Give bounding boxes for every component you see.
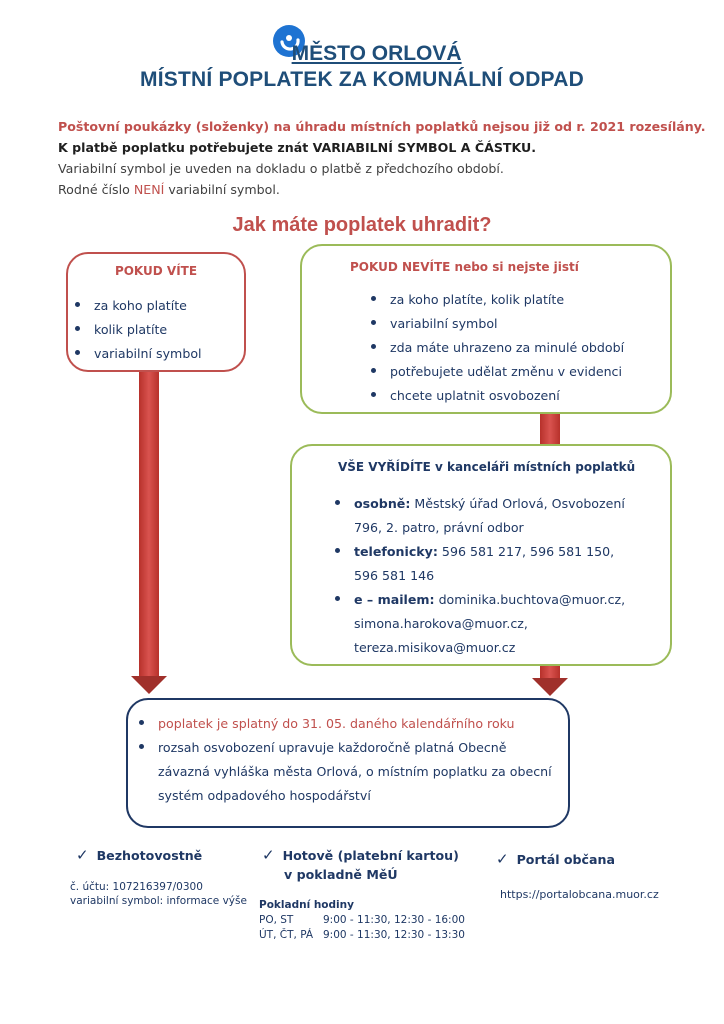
cash-option: ✓Hotově (platební kartou)v pokladně MěÚ (262, 846, 459, 882)
intro-rc-info: Rodné číslo NENÍ variabilní symbol. (58, 182, 280, 197)
list-item: telefonicky: 596 581 217, 596 581 150,59… (332, 540, 625, 588)
info-list: poplatek je splatný do 31. 05. daného ka… (136, 712, 552, 808)
arrow-mid-stem (540, 410, 560, 448)
list-item: potřebujete udělat změnu v evidenci (368, 360, 624, 384)
check-icon: ✓ (496, 850, 509, 868)
question-heading: Jak máte poplatek uhradit? (232, 214, 492, 236)
cashless-details: č. účtu: 107216397/0300 variabilní symbo… (70, 881, 247, 907)
check-icon: ✓ (76, 846, 89, 864)
list-item: variabilní symbol (72, 342, 202, 366)
check-icon: ✓ (262, 846, 275, 864)
arrow-right-stem (540, 662, 560, 680)
arrow-down-icon (131, 676, 167, 694)
box-office: VŠE VYŘÍDÍTE v kanceláři místních poplat… (290, 444, 672, 666)
list-item: poplatek je splatný do 31. 05. daného ka… (136, 712, 552, 736)
intro-notice: Poštovní poukázky (složenky) na úhradu m… (58, 119, 706, 134)
intro-vs-info: Variabilní symbol je uveden na dokladu o… (58, 161, 504, 176)
box-heading: VŠE VYŘÍDÍTE v kanceláři místních poplat… (338, 460, 636, 474)
email-link[interactable]: simona.harokova@muor.cz, (354, 616, 528, 631)
list-item: variabilní symbol (368, 312, 624, 336)
know-list: za koho platíte kolik platíte variabilní… (72, 294, 202, 366)
box-heading: POKUD VÍTE (114, 264, 198, 278)
email-link[interactable]: dominika.buchtova@muor.cz, (434, 592, 626, 607)
list-item: kolik platíte (72, 318, 202, 342)
intro-text: Poštovní poukázky (složenky) na úhradu m… (58, 116, 706, 200)
box-heading: POKUD NEVÍTE nebo si nejste jistí (350, 260, 579, 274)
list-item: e – mailem: dominika.buchtova@muor.cz,si… (332, 588, 625, 660)
town-title: MĚSTO ORLOVÁ (291, 42, 462, 65)
box-due-info: poplatek je splatný do 31. 05. daného ka… (126, 698, 570, 828)
portal-option: ✓Portál občana (496, 850, 615, 868)
list-item: rozsah osvobození upravuje každoročně pl… (136, 736, 552, 808)
list-item: zda máte uhrazeno za minulé období (368, 336, 624, 360)
box-if-you-know: POKUD VÍTE za koho platíte kolik platíte… (66, 252, 246, 372)
intro-requirement: K platbě poplatku potřebujete znát VARIA… (58, 140, 537, 155)
arrow-down-icon (532, 678, 568, 696)
list-item: za koho platíte (72, 294, 202, 318)
portal-link[interactable]: https://portalobcana.muor.cz (500, 888, 659, 901)
list-item: za koho platíte, kolik platíte (368, 288, 624, 312)
list-item: chcete uplatnit osvobození (368, 384, 624, 408)
page-title: MÍSTNÍ POPLATEK ZA KOMUNÁLNÍ ODPAD (140, 68, 584, 91)
cashless-option: ✓Bezhotovostně (76, 846, 203, 864)
email-link[interactable]: tereza.misikova@muor.cz (354, 640, 516, 655)
arrow-left-stem (139, 366, 159, 676)
box-if-unsure: POKUD NEVÍTE nebo si nejste jistí za koh… (300, 244, 672, 414)
unsure-list: za koho platíte, kolik platíte variabiln… (368, 288, 624, 408)
town-logo-icon (273, 25, 305, 57)
